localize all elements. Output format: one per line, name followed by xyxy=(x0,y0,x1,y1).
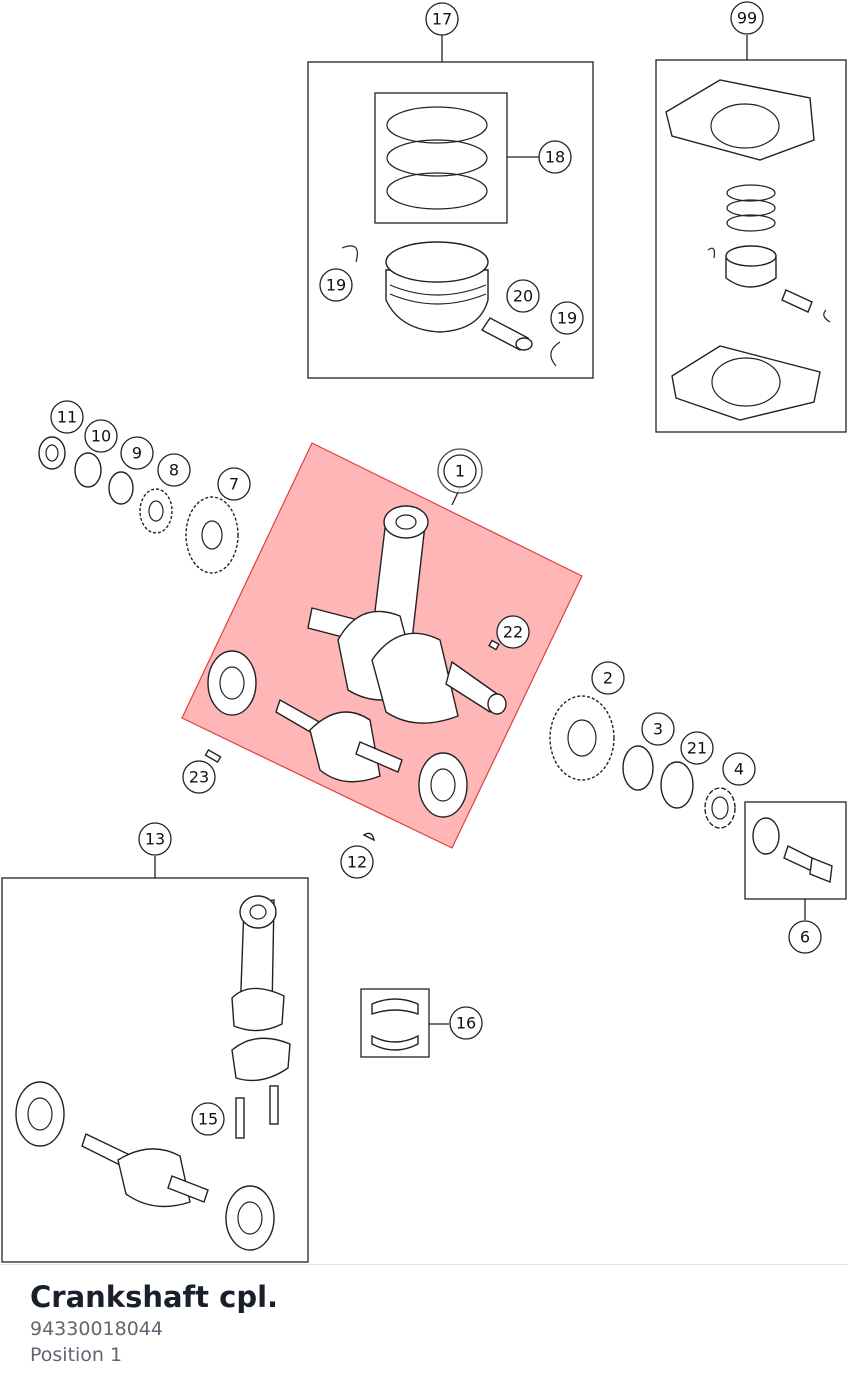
part-name: Crankshaft cpl. xyxy=(30,1280,279,1314)
callout-13[interactable]: 13 xyxy=(138,822,172,856)
circlip-icon xyxy=(341,245,358,263)
callout-label: 10 xyxy=(91,427,111,446)
bearing-icon xyxy=(225,1185,275,1251)
piston-icon xyxy=(385,241,489,333)
callout-20[interactable]: 20 xyxy=(506,279,540,313)
circlip-icon xyxy=(707,247,715,259)
callout-19[interactable]: 19 xyxy=(319,268,353,302)
callout-1[interactable]: 1 xyxy=(437,448,483,494)
washer-icon xyxy=(108,471,134,505)
bolt-kit-group[interactable] xyxy=(744,801,847,900)
callout-label: 21 xyxy=(687,739,707,758)
piston-pin-icon xyxy=(480,317,533,351)
callout-label: 18 xyxy=(545,148,565,167)
nut-icon xyxy=(704,787,736,829)
callout-4[interactable]: 4 xyxy=(722,752,756,786)
piston-rings-icon xyxy=(386,106,488,210)
callout-3[interactable]: 3 xyxy=(641,712,675,746)
callout-10[interactable]: 10 xyxy=(84,419,118,453)
bearing-icon xyxy=(38,436,66,470)
leader-lines xyxy=(154,35,806,1025)
callout-label: 3 xyxy=(653,720,663,739)
bolt-icon xyxy=(269,1085,279,1125)
pin-icon xyxy=(488,639,500,651)
crank-assembly-group[interactable] xyxy=(1,877,309,1263)
bolt-icon xyxy=(752,817,833,883)
base-gasket-icon xyxy=(671,345,821,421)
crankshaft-icon xyxy=(81,1133,209,1208)
parts-diagram: 1 2 3 4 6 7 8 9 10 11 12 13 xyxy=(1,1,847,1263)
gear-icon xyxy=(139,488,173,534)
callout-19b[interactable]: 19 xyxy=(550,301,584,335)
callout-label: 99 xyxy=(737,9,757,28)
bearing-cap-icon xyxy=(231,1037,291,1082)
dowel-pin-icon xyxy=(204,748,222,764)
callout-label: 19 xyxy=(557,309,577,328)
bolt-icon xyxy=(235,1097,245,1139)
callout-label: 20 xyxy=(513,287,533,306)
callout-label: 12 xyxy=(347,853,367,872)
connecting-rod-icon xyxy=(371,505,429,641)
callout-label: 16 xyxy=(456,1014,476,1033)
part-number: 94330018044 xyxy=(30,1318,163,1340)
callout-11[interactable]: 11 xyxy=(50,400,84,434)
circlip-icon xyxy=(550,341,561,367)
callout-2[interactable]: 2 xyxy=(591,661,625,695)
callout-label: 17 xyxy=(432,10,452,29)
circlip-icon xyxy=(823,309,831,323)
gear-icon xyxy=(549,695,615,781)
callout-21[interactable]: 21 xyxy=(680,731,714,765)
callout-15[interactable]: 15 xyxy=(191,1102,225,1136)
crankshaft-icon xyxy=(275,698,403,783)
callout-label: 6 xyxy=(800,928,810,947)
washer-icon xyxy=(74,452,102,488)
callout-label: 13 xyxy=(145,830,165,849)
callout-17[interactable]: 17 xyxy=(425,2,459,36)
callout-label: 1 xyxy=(455,462,465,481)
bearing-shell-icon xyxy=(371,1034,419,1051)
crankshaft-highlight[interactable] xyxy=(181,442,583,849)
callout-label: 11 xyxy=(57,408,77,427)
callout-7[interactable]: 7 xyxy=(217,467,251,501)
callout-label: 19 xyxy=(326,276,346,295)
callout-label: 23 xyxy=(189,768,209,787)
piston-rings-icon xyxy=(726,184,776,232)
key-icon xyxy=(362,832,375,842)
bearing-shell-group[interactable] xyxy=(360,988,430,1058)
callout-23[interactable]: 23 xyxy=(182,760,216,794)
washer-icon xyxy=(660,761,694,809)
callout-9[interactable]: 9 xyxy=(120,436,154,470)
callout-16[interactable]: 16 xyxy=(449,1006,483,1040)
piston-kit-group[interactable] xyxy=(307,61,594,379)
divider xyxy=(0,1264,848,1265)
bearing-icon xyxy=(207,650,257,716)
callout-label: 2 xyxy=(603,669,613,688)
part-info-panel: Crankshaft cpl. 94330018044 Position 1 xyxy=(30,1278,278,1368)
callout-12[interactable]: 12 xyxy=(340,845,374,879)
callout-6[interactable]: 6 xyxy=(788,920,822,954)
callout-label: 4 xyxy=(734,760,744,779)
gear-icon xyxy=(185,496,239,574)
bearing-icon xyxy=(15,1081,65,1147)
bearing-shell-icon xyxy=(371,998,419,1015)
callout-label: 22 xyxy=(503,623,523,642)
callout-22[interactable]: 22 xyxy=(496,615,530,649)
callout-label: 9 xyxy=(132,444,142,463)
callout-8[interactable]: 8 xyxy=(157,453,191,487)
callout-18[interactable]: 18 xyxy=(538,140,572,174)
piston-pin-icon xyxy=(781,289,813,313)
callout-label: 8 xyxy=(169,461,179,480)
callout-label: 7 xyxy=(229,475,239,494)
callout-99[interactable]: 99 xyxy=(730,1,764,35)
part-position: Position 1 xyxy=(30,1344,123,1366)
piston-icon xyxy=(725,245,777,288)
cylinder-kit-group[interactable] xyxy=(655,59,847,433)
bearing-icon xyxy=(418,752,468,818)
connecting-rod-icon xyxy=(231,895,285,1032)
crankshaft-icon xyxy=(307,607,507,724)
head-gasket-icon xyxy=(665,79,815,161)
washer-icon xyxy=(622,745,654,791)
callout-label: 15 xyxy=(198,1110,218,1129)
